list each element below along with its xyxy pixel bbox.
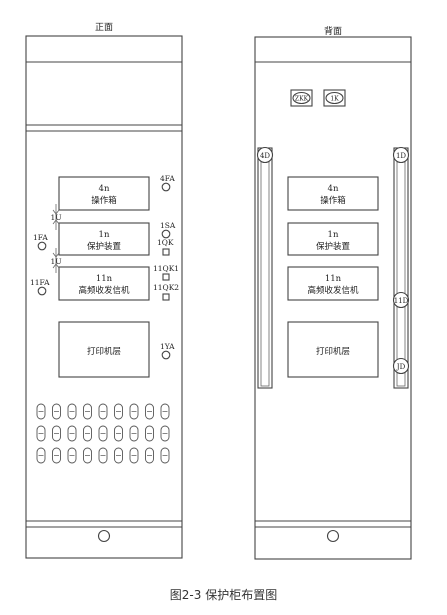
front-box-1n-id: 1n	[99, 230, 110, 240]
terminal-fuse	[129, 425, 139, 442]
front-box-11n-name: 高频收发信机	[78, 285, 130, 296]
back-label-1d-top: 1D	[396, 152, 406, 160]
front-label-4fa: 4FA	[160, 174, 175, 183]
back-badge-zkk: ZKK	[295, 96, 309, 103]
back-box-1n-id: 1n	[328, 230, 339, 240]
front-11fa-circle	[37, 286, 47, 296]
back-lock-circle	[326, 529, 340, 543]
back-label-jd: JD	[396, 363, 406, 371]
terminal-fuse	[145, 425, 154, 442]
figure-caption: 图2-3 保护柜布置图	[169, 588, 278, 602]
front-1fa-circle	[37, 241, 47, 251]
terminal-fuse	[52, 447, 61, 464]
front-label-1qk: 1QK	[157, 238, 174, 247]
front-box-4n-id: 4n	[99, 184, 110, 194]
front-box-printer-label: 打印机层	[87, 346, 121, 357]
terminal-fuse	[83, 425, 92, 442]
front-label-1fa: 1FA	[33, 233, 48, 242]
front-label-11fa: 11FA	[30, 278, 50, 287]
front-11qk2-square	[162, 293, 170, 301]
terminal-fuse	[67, 425, 77, 442]
terminal-fuse	[114, 425, 123, 442]
back-box-4n-id: 4n	[328, 184, 339, 194]
terminal-fuse	[129, 447, 139, 464]
back-terminal-strip-right	[393, 147, 409, 389]
front-box-printer	[58, 321, 150, 378]
front-1sa-circle	[161, 229, 171, 239]
front-terminal-fuse-grid	[36, 403, 170, 464]
terminal-fuse	[83, 447, 92, 464]
back-cabinet-outline	[254, 36, 412, 560]
terminal-fuse	[83, 403, 92, 420]
back-title: 背面	[324, 25, 342, 37]
front-box-11n	[58, 266, 150, 301]
terminal-fuse	[36, 447, 46, 464]
terminal-fuse	[98, 425, 108, 442]
back-4d-circle	[256, 146, 274, 164]
front-box-1n-name: 保护装置	[87, 241, 122, 252]
front-11qk1-square	[162, 273, 170, 281]
terminal-fuse	[36, 425, 46, 442]
front-cabinet-outline	[25, 35, 183, 559]
front-label-1u-bottom: 1U	[50, 257, 61, 266]
front-view: 正面 4n 操作箱 1n 保护装置 11n 高频收发信机 打印机层 1U	[25, 22, 183, 559]
back-box-11n	[287, 266, 379, 301]
front-box-11n-id: 11n	[96, 274, 113, 284]
front-label-1ya: 1YA	[160, 342, 175, 351]
back-box-1n-name: 保护装置	[316, 241, 351, 252]
front-title: 正面	[95, 22, 113, 33]
front-box-4n	[58, 176, 150, 211]
back-terminal-strip-left	[257, 147, 273, 389]
front-box-4n-name: 操作箱	[91, 195, 117, 206]
back-11d-circle	[392, 291, 410, 309]
terminal-fuse	[67, 403, 77, 420]
back-box-4n	[287, 176, 379, 211]
back-label-11d: 11D	[394, 297, 409, 305]
back-box-printer-label: 打印机层	[316, 346, 350, 357]
front-4fa-circle	[161, 182, 171, 192]
back-box-4n-name: 操作箱	[320, 195, 346, 206]
back-zkk-breaker	[290, 89, 313, 107]
front-lock-circle	[97, 529, 111, 543]
terminal-fuse	[36, 403, 46, 420]
back-box-11n-name: 高频收发信机	[307, 285, 359, 296]
terminal-fuse	[52, 403, 61, 420]
terminal-fuse	[160, 425, 170, 442]
terminal-fuse	[160, 447, 170, 464]
back-jd-circle	[392, 357, 410, 375]
terminal-fuse	[114, 403, 123, 420]
back-1k-breaker	[323, 89, 346, 107]
back-badge-1k: 1K	[330, 96, 339, 103]
terminal-fuse	[145, 403, 154, 420]
terminal-fuse	[160, 403, 170, 420]
front-1qk-square	[162, 248, 170, 256]
terminal-fuse	[145, 447, 154, 464]
front-label-11qk2: 11QK2	[153, 283, 179, 292]
front-spacing-marker-2: 1U	[50, 248, 62, 273]
front-label-1u-top: 1U	[50, 213, 61, 222]
terminal-fuse	[98, 447, 108, 464]
terminal-fuse	[67, 447, 77, 464]
front-label-1sa: 1SA	[160, 221, 176, 230]
terminal-fuse	[114, 447, 123, 464]
front-box-1n	[58, 222, 150, 256]
front-spacing-marker-1: 1U	[50, 204, 62, 230]
terminal-fuse	[98, 403, 108, 420]
back-1d-circle	[392, 146, 410, 164]
back-box-1n	[287, 222, 379, 256]
back-box-11n-id: 11n	[325, 274, 342, 284]
back-box-printer	[287, 321, 379, 378]
front-1ya-circle	[161, 350, 171, 360]
terminal-fuse	[129, 403, 139, 420]
back-view: 背面 ZKK 1K 4D 1D 11D JD 4n 操作箱 1n 保护装置	[254, 25, 412, 560]
front-label-11qk1: 11QK1	[153, 264, 179, 273]
terminal-fuse	[52, 425, 61, 442]
back-label-4d: 4D	[260, 152, 270, 160]
